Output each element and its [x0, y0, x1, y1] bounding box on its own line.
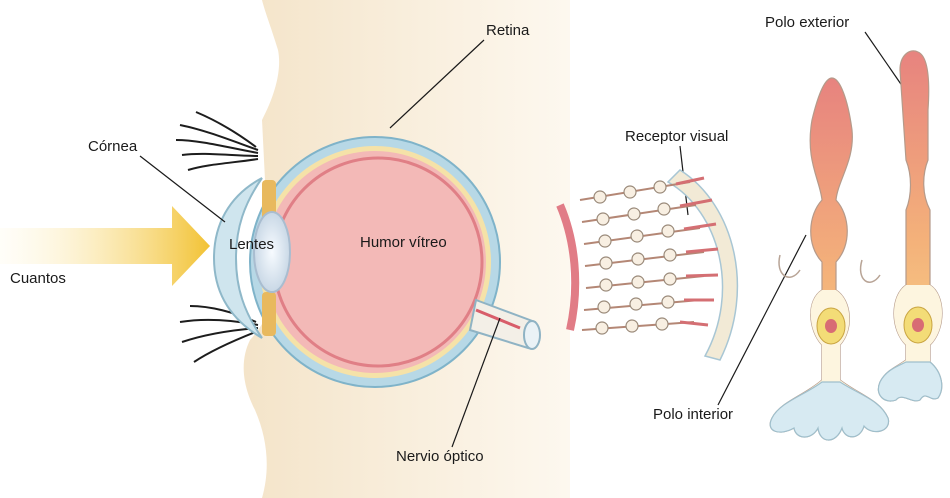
receptor-cell-1 [770, 78, 888, 440]
label-vitreous: Humor vítreo [360, 234, 447, 252]
label-visual-receptor: Receptor visual [625, 128, 728, 146]
label-optic-nerve: Nervio óptico [396, 448, 484, 466]
label-outer-pole: Polo exterior [765, 14, 849, 32]
retina-section [560, 170, 737, 360]
receptor-cell-2 [861, 51, 942, 401]
label-lens: Lentes [229, 236, 274, 254]
iris-lower [262, 292, 276, 336]
outer-pole-leader [865, 32, 905, 90]
label-cornea: Córnea [88, 138, 137, 156]
label-retina: Retina [486, 22, 529, 40]
label-inner-pole: Polo interior [653, 406, 733, 424]
upper-eyelashes [176, 112, 258, 170]
label-quanta: Cuantos [10, 270, 66, 288]
